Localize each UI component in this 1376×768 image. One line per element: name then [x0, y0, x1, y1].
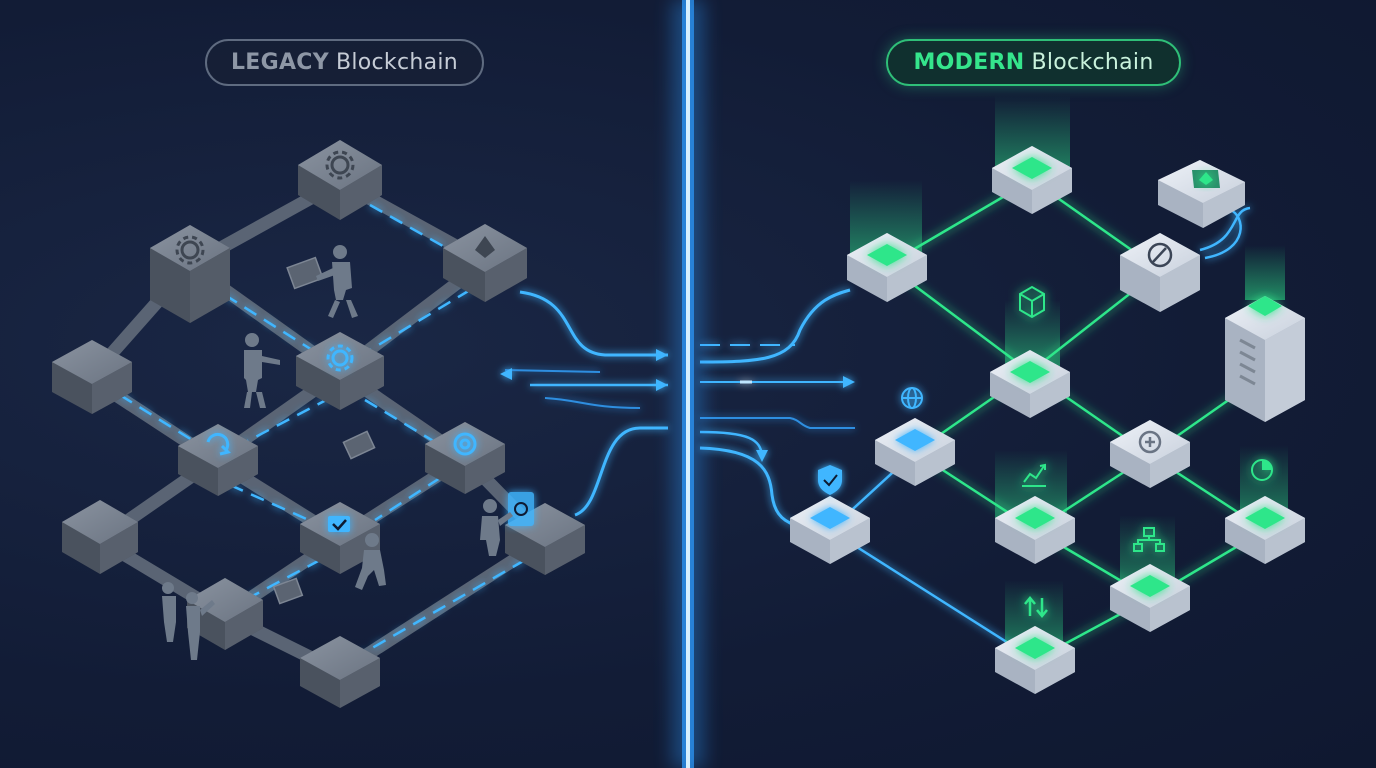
- gear-icon: [326, 344, 354, 372]
- sync-icon: [453, 432, 477, 456]
- legacy-block: [300, 636, 380, 708]
- cube-icon: [1019, 285, 1045, 319]
- server-tower: [1225, 296, 1305, 422]
- center-divider: [672, 0, 704, 768]
- worker-figure: [480, 499, 513, 556]
- worker-figure: [162, 582, 176, 642]
- legacy-block: [62, 500, 138, 574]
- compass-icon: [1147, 242, 1173, 268]
- globe-icon: [901, 387, 923, 409]
- modern-block: [790, 496, 870, 564]
- modern-block: [995, 496, 1075, 564]
- worker-figure: [355, 533, 386, 590]
- legacy-label-suffix: Blockchain: [335, 50, 459, 75]
- modern-block: [847, 233, 927, 302]
- ethereum-icon: [475, 236, 495, 258]
- hierarchy-icon: [1133, 527, 1165, 552]
- center-data-flows: [500, 288, 855, 527]
- legacy-blockchain-label: LEGACY Blockchain: [205, 39, 484, 86]
- worker-figure: [244, 333, 280, 408]
- modern-connections: [886, 178, 1266, 662]
- modern-block: [875, 418, 955, 486]
- legacy-block: [52, 340, 132, 414]
- modern-blocks: [790, 146, 1305, 694]
- legacy-block: [425, 422, 505, 494]
- transfer-arrows-icon: [1024, 596, 1048, 618]
- worker-figure: [186, 592, 215, 660]
- microchip-icon: [272, 256, 376, 605]
- worker-figures: [162, 245, 513, 660]
- modern-block: [990, 350, 1070, 418]
- checkbox-icon: [328, 516, 350, 532]
- modern-block: [995, 626, 1075, 694]
- shield-check-icon: [818, 465, 842, 495]
- refresh-icon: [206, 432, 231, 456]
- modern-label-suffix: Blockchain: [1031, 50, 1154, 75]
- legacy-block: [296, 332, 384, 410]
- compass-icon: [1138, 430, 1162, 454]
- modern-block: [1120, 233, 1200, 312]
- legacy-blocks: [52, 140, 585, 708]
- gear-icon: [325, 150, 355, 180]
- refresh-icon: [508, 492, 534, 526]
- ethereum-icon: [1192, 170, 1220, 188]
- legacy-block: [298, 140, 382, 220]
- legacy-flow-lines: [119, 203, 526, 657]
- line-chart-icon: [1022, 463, 1046, 487]
- gear-icon: [175, 235, 205, 265]
- modern-blockchain-label: MODERN Blockchain: [886, 39, 1181, 86]
- legacy-block: [150, 225, 230, 323]
- legacy-block: [178, 424, 258, 496]
- modern-label-prefix: MODERN: [913, 50, 1025, 75]
- modern-block: [1110, 564, 1190, 632]
- modern-block: [1110, 420, 1190, 488]
- pie-chart-icon: [1251, 459, 1273, 481]
- modern-block: [1225, 496, 1305, 564]
- legacy-label-prefix: LEGACY: [230, 50, 329, 75]
- worker-figure: [316, 245, 358, 318]
- modern-block: [992, 146, 1072, 214]
